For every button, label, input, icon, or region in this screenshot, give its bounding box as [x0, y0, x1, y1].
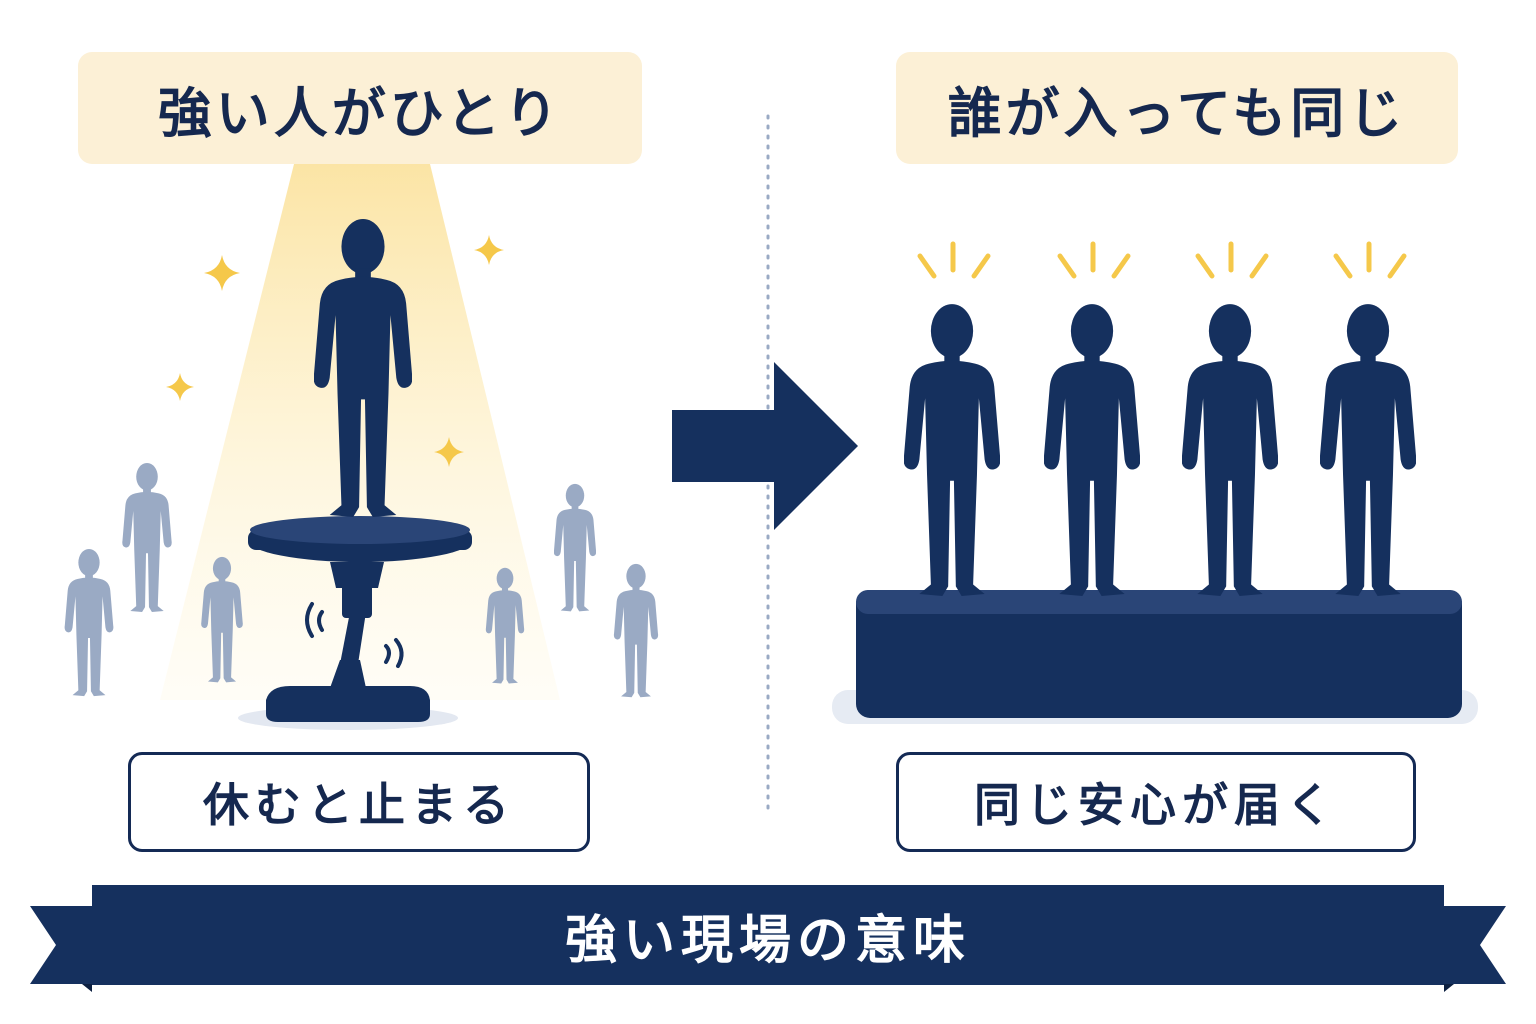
person-icon — [554, 483, 596, 612]
person-icon — [1044, 304, 1140, 596]
wobble-mark-icon — [305, 602, 404, 668]
left-title-label: 強い人がひとり — [78, 52, 642, 164]
left-caption: 休むと止まる — [128, 752, 590, 852]
arrow-right-icon — [672, 362, 858, 530]
shared-platform — [832, 590, 1478, 724]
right-title-label: 誰が入っても同じ — [896, 52, 1458, 164]
ribbon-banner — [30, 885, 1506, 992]
person-icon — [904, 304, 1000, 596]
person-icon — [1320, 304, 1416, 596]
banner-title: 強い現場の意味 — [564, 910, 971, 971]
emphasis-ray-icon — [917, 241, 1407, 279]
right-caption: 同じ安心が届く — [896, 752, 1416, 852]
person-icon — [64, 548, 114, 697]
person-icon — [1182, 304, 1278, 596]
person-icon — [613, 563, 659, 698]
person-icon — [122, 462, 172, 613]
